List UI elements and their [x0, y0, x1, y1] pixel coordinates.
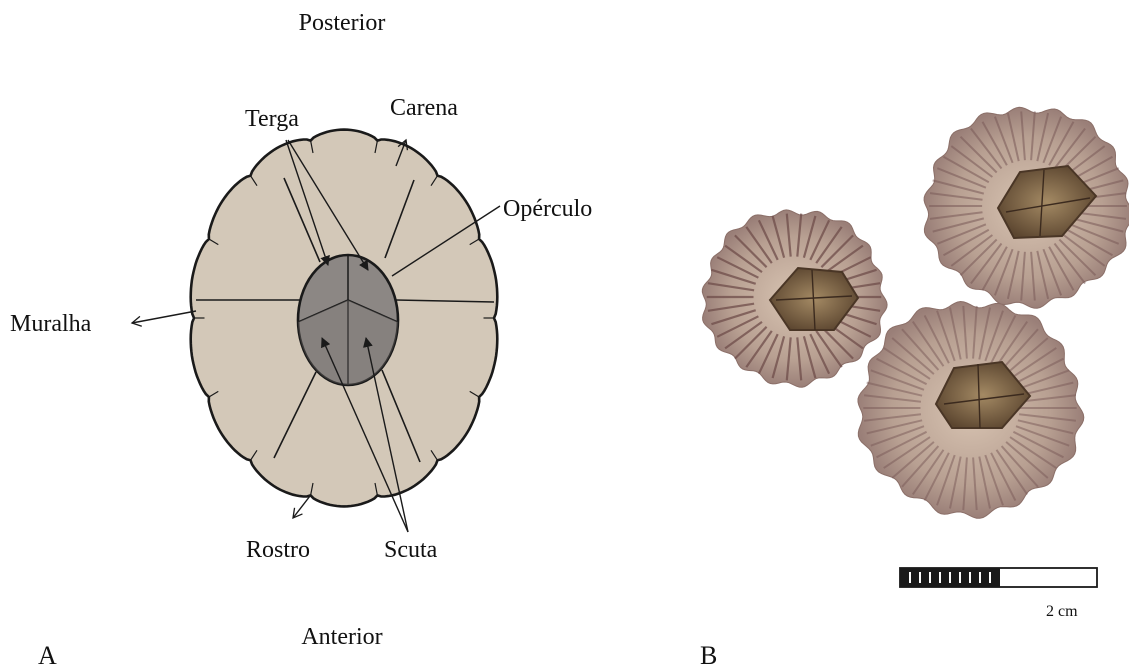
barnacle-shell-left: [702, 210, 887, 387]
rostro-arrow: [293, 496, 310, 518]
operculum: [298, 255, 398, 385]
label-scuta: Scuta: [384, 537, 438, 563]
posterior-label: Posterior: [299, 10, 386, 36]
barnacle-shell-top-right: [924, 107, 1129, 308]
label-terga: Terga: [245, 106, 299, 132]
anterior-label: Anterior: [301, 624, 382, 650]
label-muralha: Muralha: [10, 311, 92, 337]
panel-a-letter: A: [38, 641, 57, 668]
label-operculo: Opérculo: [503, 196, 592, 222]
barnacle-diagram: Posterior Anterior A: [10, 10, 592, 668]
muralha-arrow: [132, 311, 196, 323]
label-rostro: Rostro: [246, 537, 310, 563]
scale-bar-label: 2 cm: [1046, 603, 1078, 620]
barnacle-shell-bottom: [858, 302, 1084, 519]
barnacle-photo: B 2 cm: [700, 107, 1129, 668]
scale-bar: 2 cm: [900, 568, 1097, 620]
label-carena: Carena: [390, 95, 458, 121]
panel-b-letter: B: [700, 641, 717, 668]
